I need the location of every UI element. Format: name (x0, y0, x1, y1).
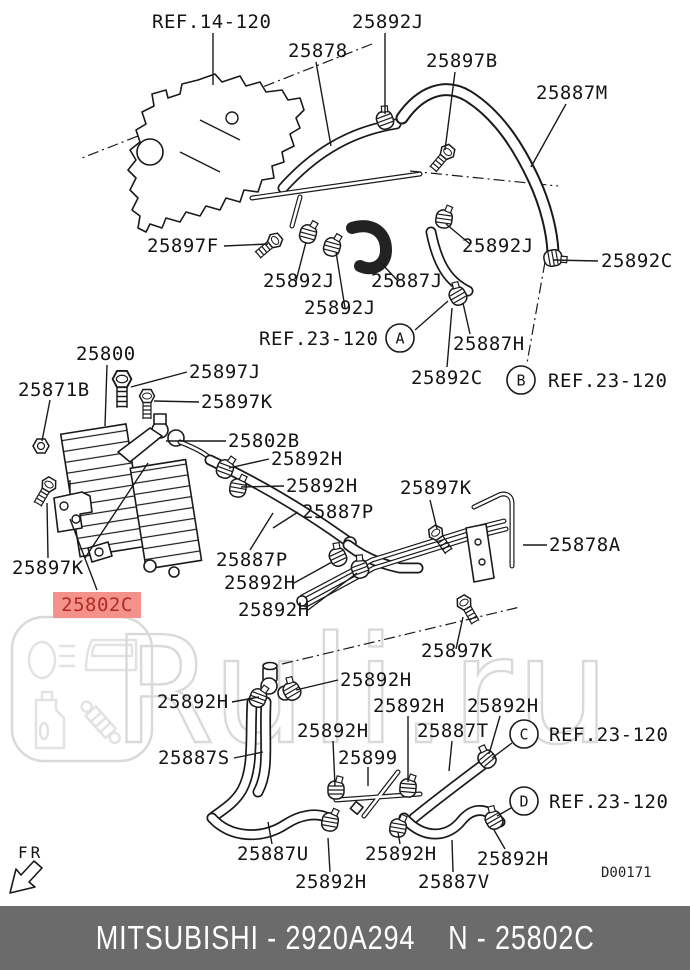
svg-text:C: C (519, 726, 528, 744)
part-label-25887S: 25887S (158, 747, 230, 769)
front-direction-label: FR (18, 843, 43, 862)
part-label-25892H: 25892H (238, 599, 310, 621)
part-label-25892J: 25892J (263, 270, 335, 292)
part-label-25892H: 25892H (157, 691, 229, 713)
ref-callout-C: C REF.23-120 (509, 719, 668, 749)
part-label-25892H: 25892H (340, 669, 412, 691)
parts-diagram-canvas: Ruli.ru (9, 11, 673, 894)
part-label-25887H: 25887H (453, 333, 525, 355)
ref-label-C: REF.23-120 (549, 724, 668, 746)
part-label-25802B: 25802B (228, 430, 300, 452)
part-label-25887P: 25887P (302, 501, 374, 523)
nut-25871B (32, 438, 50, 454)
cross-tube (249, 171, 423, 229)
part-label-25897K: 25897K (421, 640, 493, 662)
sensor-25897B (426, 141, 459, 176)
bracket-25802B (117, 427, 163, 463)
pipe-assembly-25878A (296, 491, 515, 608)
part-label-25892H: 25892H (295, 871, 367, 893)
part-label-25871B: 25871B (18, 379, 90, 401)
part-label-25892J: 25892J (462, 235, 534, 257)
front-arrow-icon (9, 860, 43, 894)
bolt-25897K-1 (138, 388, 156, 420)
part-label-25892H: 25892H (297, 720, 369, 742)
part-label-25892H: 25892H (286, 475, 358, 497)
footer-catalog-code: N - 25802C (447, 919, 595, 956)
part-label-25892J: 25892J (304, 297, 376, 319)
part-label-25892H: 25892H (365, 843, 437, 865)
part-label-25892H: 25892H (224, 572, 296, 594)
part-label-25899: 25899 (338, 747, 398, 769)
sensor-25897F (251, 229, 286, 262)
part-label-25892H: 25892H (467, 695, 539, 717)
watermark-text: Ruli.ru (112, 605, 614, 777)
part-label-25887U: 25887U (237, 843, 309, 865)
part-label-25897K: 25897K (400, 477, 472, 499)
part-label-25887J: 25887J (371, 270, 443, 292)
ref-label-D: REF.23-120 (549, 791, 668, 813)
part-label-25897F: 25897F (147, 235, 219, 257)
highlighted-part-label: 25802C (61, 594, 133, 616)
bracket-25802C (53, 480, 93, 533)
plate-code: D00171 (601, 865, 652, 881)
svg-text:B: B (516, 372, 525, 390)
part-label-25892H: 25892H (271, 448, 343, 470)
ref-label-B: REF.23-120 (548, 370, 667, 392)
part-label-25878: 25878 (288, 40, 348, 62)
part-label-REF.14-120: REF.14-120 (152, 11, 271, 33)
ref-callout-D: D REF.23-120 (509, 786, 668, 816)
part-label-25897K: 25897K (201, 391, 273, 413)
part-label-25892C: 25892C (601, 250, 673, 272)
hose-25887J (346, 220, 393, 275)
footer-brand-part: MITSUBISHI - 2920A294 (95, 919, 416, 956)
front-direction-marker: FR (9, 843, 43, 894)
hose-25887M (395, 83, 560, 259)
ref-label-A: REF.23-120 (259, 328, 378, 350)
hose-25887S (206, 696, 272, 824)
part-label-25897B: 25897B (426, 50, 498, 72)
part-label-25800: 25800 (76, 343, 136, 365)
part-label-25897J: 25897J (189, 361, 261, 383)
part-label-25897K: 25897K (12, 557, 84, 579)
part-label-25887T: 25887T (417, 720, 489, 742)
svg-text:A: A (395, 330, 404, 348)
hose-25887T (408, 758, 490, 824)
part-label-25892J: 25892J (352, 11, 424, 33)
ref-callout-A: A REF.23-120 (259, 323, 415, 353)
bolt-25897J (111, 369, 133, 409)
highlighted-part: 25802C (53, 592, 141, 618)
footer-bar: MITSUBISHI - 2920A294 N - 25802C (0, 906, 690, 970)
leader-lines (41, 33, 599, 873)
part-label-25892C: 25892C (411, 367, 483, 389)
svg-text:D: D (519, 793, 528, 811)
highlight-box (53, 592, 141, 618)
ref-callout-B: B REF.23-120 (506, 365, 667, 395)
part-label-25887P: 25887P (216, 549, 288, 571)
part-label-25892H: 25892H (477, 848, 549, 870)
part-label-25892H: 25892H (373, 695, 445, 717)
part-label-25887M: 25887M (536, 82, 608, 104)
part-label-25878A: 25878A (549, 534, 621, 556)
thermostat-housing (127, 73, 305, 233)
hose-25887U (206, 809, 334, 841)
watermark-logo (10, 615, 154, 763)
part-label-25887V: 25887V (418, 871, 490, 893)
